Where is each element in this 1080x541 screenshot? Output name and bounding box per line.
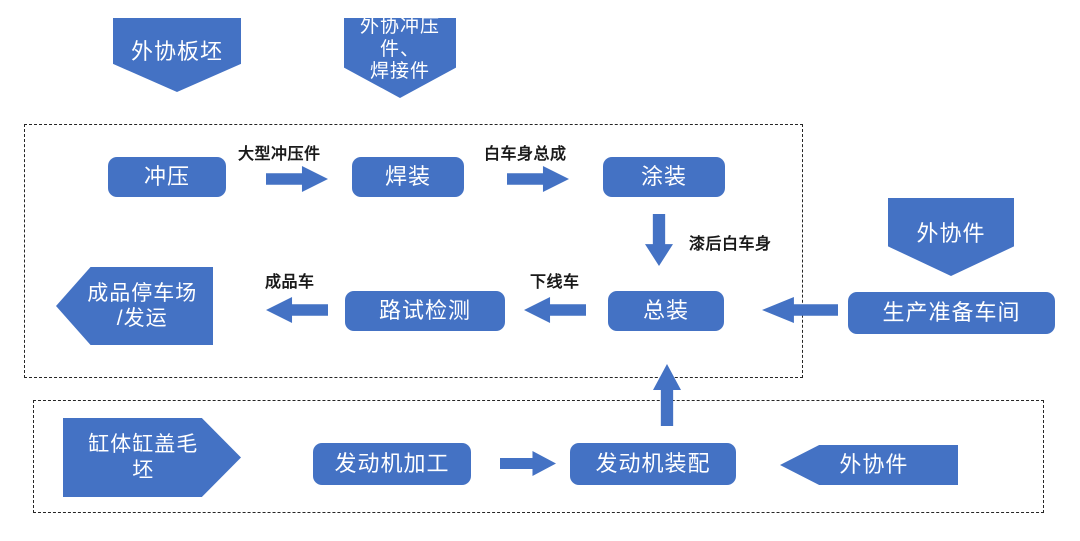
process-stamping-label: 冲压 xyxy=(143,164,190,190)
input-outsourced-stamping-welding: 外协冲压件、 焊接件 xyxy=(344,18,456,98)
input-outsourced-parts-right-label: 外协件 xyxy=(916,220,986,246)
input-outsourced-blank-label: 外协板坯 xyxy=(130,38,223,64)
process-engine-machining[interactable]: 发动机加工 xyxy=(313,443,471,485)
process-final-assembly-label: 总装 xyxy=(642,298,689,324)
edge-label-offline-car: 下线车 xyxy=(530,274,580,291)
zone-vehicle-plant xyxy=(24,124,803,378)
process-production-prep[interactable]: 生产准备车间 xyxy=(848,292,1055,334)
edge-label-finished-car: 成品车 xyxy=(265,274,315,291)
input-outsourced-blank: 外协板坯 xyxy=(113,18,241,92)
input-cylinder-blank: 缸体缸盖毛 坯 xyxy=(63,418,241,497)
output-finished-yard-label-2: /发运 xyxy=(116,307,168,330)
input-cylinder-blank-label-1: 缸体缸盖毛 xyxy=(88,433,199,457)
input-outsourced-parts-engine: 外协件 xyxy=(780,445,958,485)
input-outsourced-parts-right: 外协件 xyxy=(888,198,1014,276)
process-engine-assembly-label: 发动机装配 xyxy=(595,451,711,477)
output-finished-yard: 成品停车场 /发运 xyxy=(56,267,213,345)
process-welding-label: 焊装 xyxy=(384,164,431,190)
edge-label-body-in-white: 白车身总成 xyxy=(484,146,567,163)
process-welding[interactable]: 焊装 xyxy=(352,157,464,197)
process-engine-assembly[interactable]: 发动机装配 xyxy=(570,443,736,485)
input-outsourced-parts-engine-label: 外协件 xyxy=(839,451,909,477)
zone-engine-plant xyxy=(33,400,1044,513)
process-road-test-label: 路试检测 xyxy=(378,298,471,324)
input-cylinder-blank-label-2: 坯 xyxy=(132,458,155,482)
process-stamping[interactable]: 冲压 xyxy=(108,157,226,197)
process-final-assembly[interactable]: 总装 xyxy=(608,291,724,331)
edge-label-painted-body: 漆后白车身 xyxy=(689,236,772,253)
process-road-test[interactable]: 路试检测 xyxy=(345,291,505,331)
input-outsourced-stamping-label: 外协冲压件、 xyxy=(359,15,440,60)
edge-label-large-stampings: 大型冲压件 xyxy=(238,146,321,163)
process-production-prep-label: 生产准备车间 xyxy=(882,300,1021,326)
process-painting[interactable]: 涂装 xyxy=(603,157,725,197)
output-finished-yard-label-1: 成品停车场 xyxy=(87,281,198,305)
process-engine-machining-label: 发动机加工 xyxy=(334,451,450,477)
process-painting-label: 涂装 xyxy=(640,164,687,190)
input-outsourced-welding-label: 焊接件 xyxy=(369,61,430,83)
